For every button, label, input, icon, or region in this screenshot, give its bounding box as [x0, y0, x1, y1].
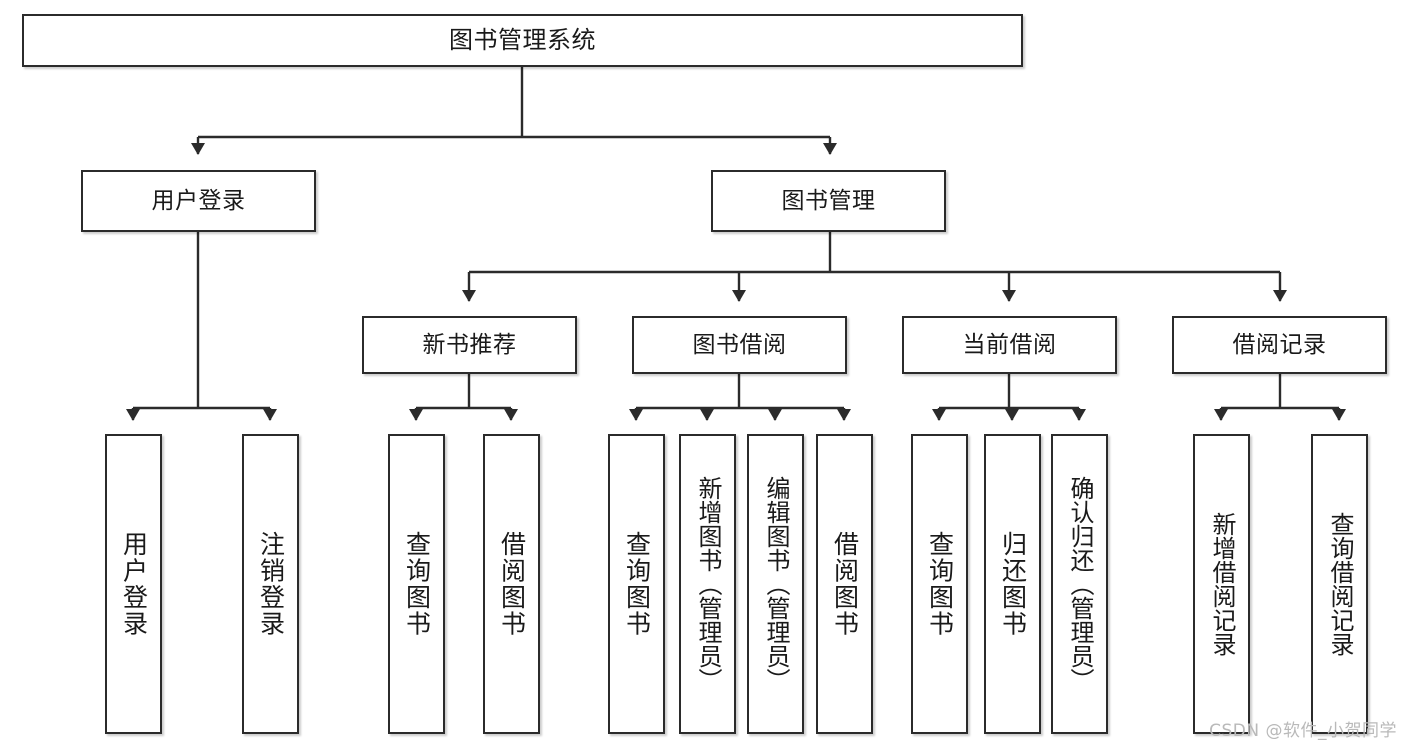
node-leaf-query-book-3[interactable]: 查询图书	[911, 434, 968, 734]
node-user-login[interactable]: 用户登录	[81, 170, 316, 232]
node-leaf-confirm-return[interactable]: 确认归还（管理员）	[1051, 434, 1108, 734]
node-leaf-user-login[interactable]: 用户登录	[105, 434, 162, 734]
node-leaf-add-record-label: 新增借阅记录	[1207, 512, 1236, 656]
node-leaf-confirm-return-label: 确认归还（管理员）	[1065, 476, 1094, 692]
node-leaf-query-book-1[interactable]: 查询图书	[388, 434, 445, 734]
node-book-borrow-label: 图书借阅	[692, 331, 787, 358]
node-leaf-query-book-1-label: 查询图书	[402, 531, 432, 637]
node-leaf-query-book-2[interactable]: 查询图书	[608, 434, 665, 734]
node-leaf-logout-label: 注销登录	[256, 531, 286, 637]
node-leaf-query-record[interactable]: 查询借阅记录	[1311, 434, 1368, 734]
node-current-borrow[interactable]: 当前借阅	[902, 316, 1117, 374]
node-root-label: 图书管理系统	[449, 25, 596, 54]
node-leaf-edit-book-label: 编辑图书（管理员）	[761, 476, 790, 692]
node-root[interactable]: 图书管理系统	[22, 14, 1023, 67]
node-leaf-query-record-label: 查询借阅记录	[1325, 512, 1354, 656]
csdn-watermark: CSDN @软件_小贺同学	[1209, 721, 1397, 741]
node-book-borrow[interactable]: 图书借阅	[632, 316, 847, 374]
node-borrow-record-label: 借阅记录	[1232, 331, 1327, 358]
node-book-manage[interactable]: 图书管理	[711, 170, 946, 232]
node-new-book-rec[interactable]: 新书推荐	[362, 316, 577, 374]
node-leaf-add-book-label: 新增图书（管理员）	[693, 476, 722, 692]
node-leaf-edit-book[interactable]: 编辑图书（管理员）	[747, 434, 804, 734]
node-leaf-borrow-book-1-label: 借阅图书	[497, 531, 527, 637]
node-book-manage-label: 图书管理	[781, 187, 876, 214]
node-leaf-borrow-book-1[interactable]: 借阅图书	[483, 434, 540, 734]
node-leaf-return-book[interactable]: 归还图书	[984, 434, 1041, 734]
node-leaf-query-book-2-label: 查询图书	[622, 531, 652, 637]
node-user-login-label: 用户登录	[151, 187, 246, 214]
node-leaf-logout[interactable]: 注销登录	[242, 434, 299, 734]
node-leaf-add-record[interactable]: 新增借阅记录	[1193, 434, 1250, 734]
node-current-borrow-label: 当前借阅	[962, 331, 1057, 358]
node-new-book-rec-label: 新书推荐	[422, 331, 517, 358]
node-leaf-return-book-label: 归还图书	[998, 531, 1028, 637]
node-leaf-add-book[interactable]: 新增图书（管理员）	[679, 434, 736, 734]
node-leaf-borrow-book-2[interactable]: 借阅图书	[816, 434, 873, 734]
node-leaf-query-book-3-label: 查询图书	[925, 531, 955, 637]
node-borrow-record[interactable]: 借阅记录	[1172, 316, 1387, 374]
node-leaf-borrow-book-2-label: 借阅图书	[830, 531, 860, 637]
node-leaf-user-login-label: 用户登录	[119, 531, 149, 637]
